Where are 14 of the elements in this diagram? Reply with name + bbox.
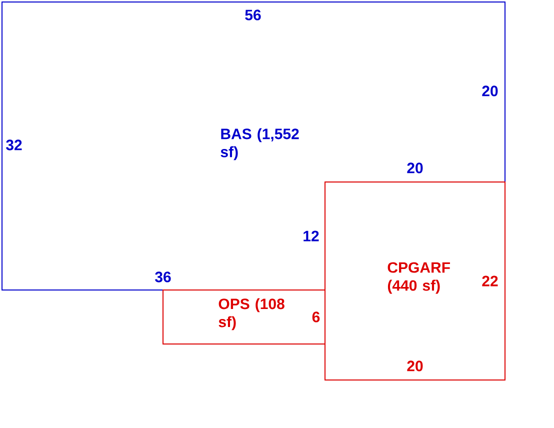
room-outline (162, 290, 326, 344)
dimension-label: 20 (407, 162, 423, 174)
dimension-label: 20 (407, 360, 423, 372)
room-label: OPS (108 sf) (218, 298, 284, 330)
dimension-label: 36 (155, 272, 171, 282)
dimension-label: 22 (482, 276, 498, 286)
dimension-label: 32 (6, 140, 22, 150)
dimension-label: 6 (312, 312, 320, 322)
dimension-label: 56 (245, 10, 261, 20)
room-outline (324, 182, 506, 380)
room-label: CPGARF (440 sf) (388, 262, 450, 294)
dimension-label: 20 (482, 86, 498, 96)
room-label: BAS (1,552 sf) (220, 128, 299, 160)
dimension-label: 12 (304, 230, 319, 242)
